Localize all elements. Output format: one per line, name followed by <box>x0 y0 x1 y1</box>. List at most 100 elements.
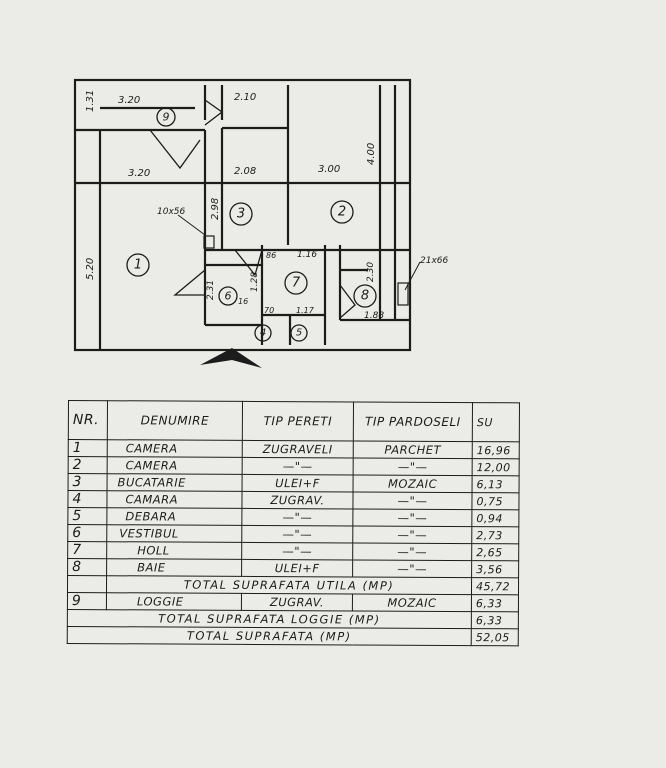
note-leader <box>177 214 206 236</box>
header-denumire: DENUMIRE <box>107 400 243 441</box>
total-loggie-value: 6,33 <box>471 611 519 629</box>
cell-su: 16,96 <box>472 441 520 459</box>
floor-plan: 1 2 3 4 5 6 7 8 9 1.31 3.20 2.10 3.20 2.… <box>73 78 449 368</box>
dim-label: 86 <box>266 251 276 260</box>
room-circle <box>290 324 308 342</box>
cell-pardoseli: PARCHET <box>353 440 473 459</box>
dim-label: 3.20 <box>118 95 140 106</box>
cell-name: CAMARA <box>106 490 243 509</box>
dim-label: 2.31 <box>206 280 216 300</box>
header-nr: NR. <box>68 400 108 440</box>
window-note: 21x66 <box>420 256 449 266</box>
room-circle <box>229 202 253 226</box>
total-utila-value: 45,72 <box>471 577 519 595</box>
total-label: TOTAL SUPRAFATA (MP) <box>67 626 472 646</box>
room-number-1: 1 <box>134 258 142 273</box>
dim-label: 2.30 <box>366 262 376 282</box>
door-swing <box>234 249 263 277</box>
cell-su: 2,73 <box>471 526 519 544</box>
room-number-9: 9 <box>163 111 170 124</box>
room-number-3: 3 <box>237 207 245 222</box>
dim-label: 1.16 <box>297 250 317 260</box>
cell-nr: 7 <box>67 541 107 559</box>
cell-pereti: —"— <box>242 457 354 475</box>
cell-pereti: —"— <box>241 542 353 560</box>
cell-pardoseli: —"— <box>352 559 472 578</box>
cell-pardoseli: MOZAIC <box>353 474 473 493</box>
cell-name: VESTIBUL <box>106 524 242 543</box>
room-circle <box>353 284 377 308</box>
room-number-8: 8 <box>361 289 369 304</box>
room-circle <box>254 324 272 342</box>
dim-label: 4.00 <box>366 143 377 165</box>
cell-name: LOGGIE <box>106 592 242 611</box>
window-mark <box>203 235 215 249</box>
cell-su: 12,00 <box>472 458 520 476</box>
door-swing <box>149 129 201 170</box>
dim-label: 70 <box>264 306 274 315</box>
door-swing <box>204 99 224 126</box>
dim-label: 2.98 <box>210 198 221 220</box>
dim-label: 16 <box>238 297 248 306</box>
dim-label: 5.20 <box>85 258 96 280</box>
cell-pardoseli: —"— <box>353 457 473 476</box>
total-value: 52,05 <box>471 628 519 646</box>
header-su: SU <box>472 402 520 442</box>
cell-pardoseli: MOZAIC <box>352 593 472 612</box>
room-number-2: 2 <box>338 205 346 220</box>
cell-pardoseli: —"— <box>352 508 472 527</box>
cell-pereti: ZUGRAVELI <box>242 440 354 458</box>
cell-pardoseli: —"— <box>352 542 472 561</box>
cell-nr: 6 <box>67 524 107 542</box>
dim-label: 2.10 <box>234 92 256 103</box>
cell-pardoseli: —"— <box>352 491 473 510</box>
door-swing <box>339 284 356 319</box>
cell-su: 6,33 <box>471 594 519 612</box>
cell-name: DEBARA <box>106 507 242 526</box>
dim-label: 1.28 <box>250 272 260 292</box>
cell-nr: 3 <box>68 473 108 491</box>
cell-su: 0,75 <box>471 492 520 510</box>
entrance-arrow <box>200 348 262 368</box>
outer-wall <box>73 78 412 352</box>
window-mark <box>397 282 409 306</box>
cell-pereti: ZUGRAV. <box>241 593 353 611</box>
total-loggie-label: TOTAL SUPRAFATA LOGGIE (MP) <box>67 609 472 629</box>
cell-name: BUCATARIE <box>107 473 243 492</box>
room-number-7: 7 <box>292 276 301 291</box>
room-number-4: 4 <box>260 328 266 339</box>
total-utila-label: TOTAL SUPRAFATA UTILA (MP) <box>106 575 472 595</box>
cell-nr: 2 <box>68 456 108 474</box>
cell-nr: 9 <box>67 592 107 610</box>
header-tip-pereti: TIP PERETI <box>242 401 354 441</box>
cell-nr: 1 <box>68 439 108 457</box>
cell-name: CAMERA <box>107 456 243 475</box>
cell-su: 3,56 <box>471 560 519 578</box>
table-header-row: NR. DENUMIRE TIP PERETI TIP PARDOSELI SU <box>68 400 520 442</box>
cell-pereti: ZUGRAV. <box>241 491 354 509</box>
note-leader <box>404 261 421 291</box>
cell-nr: 4 <box>67 490 108 508</box>
cell-nr: 8 <box>67 558 107 576</box>
dim-label: 1.17 <box>296 306 315 315</box>
window-note: 10x56 <box>157 207 186 217</box>
cell-pereti: —"— <box>241 508 353 526</box>
room-number-5: 5 <box>296 328 302 339</box>
surface-table: NR. DENUMIRE TIP PERETI TIP PARDOSELI SU… <box>67 400 520 646</box>
dim-label: 2.08 <box>234 166 256 177</box>
room-circle <box>156 107 176 127</box>
header-tip-pardoseli: TIP PARDOSELI <box>353 401 473 442</box>
cell-name: HOLL <box>106 541 242 560</box>
dim-label: 1.88 <box>364 311 384 321</box>
cell-pereti: ULEI+F <box>242 474 354 492</box>
room-circle <box>330 200 354 224</box>
cell-su: 6,13 <box>472 475 520 493</box>
door-swing <box>173 269 206 296</box>
room-number-6: 6 <box>225 290 232 303</box>
room-circle <box>218 286 238 306</box>
dim-label: 3.00 <box>318 164 340 175</box>
room-circle <box>126 253 150 277</box>
cell-su: 0,94 <box>471 509 519 527</box>
cell-nr: 5 <box>67 507 107 525</box>
cell-name: BAIE <box>106 558 242 577</box>
